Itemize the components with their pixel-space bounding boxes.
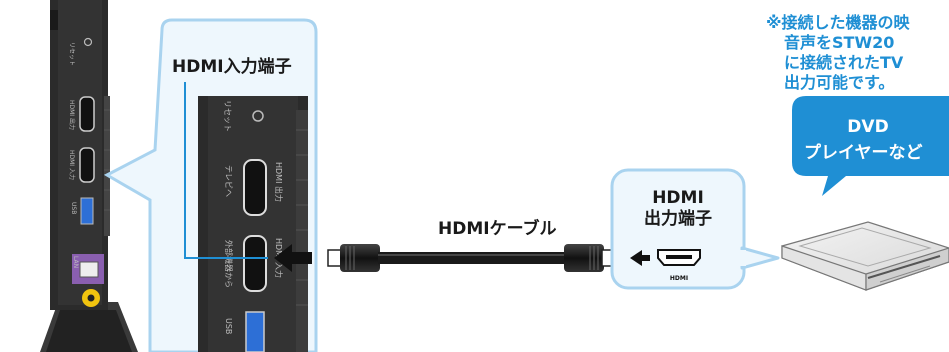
zoom-callout: リセット HDMI 出力 テレビへ HDMI 入力 外部機器から USB HDM… — [103, 18, 318, 352]
output-terminal-box: HDMI 出力端子 HDMI — [610, 168, 780, 290]
hdmi-out-port-small[interactable] — [79, 96, 95, 132]
from-external-label-zoom: 外部機器から — [224, 240, 234, 288]
note-line-2: 音声をSTW20 — [784, 33, 894, 52]
usb-port-small[interactable] — [80, 197, 94, 225]
leader-line — [184, 82, 268, 259]
bubble-line-1: DVD — [847, 117, 888, 137]
hdmi-out-label-zoom: HDMI 出力 — [274, 162, 284, 202]
note-text: ※接続した機器の映 音声をSTW20 に接続されたTV 出力可能です。 — [766, 13, 911, 92]
note-line-1: ※接続した機器の映 — [766, 13, 911, 32]
hdmi-out-label: HDMI 出力 — [68, 100, 76, 130]
bubble-line-2: プレイヤーなど — [804, 142, 923, 163]
dvd-player-icon — [781, 221, 949, 291]
hdmi-output-label-line1: HDMI — [652, 188, 704, 208]
hdmi-cable-label: HDMIケーブル — [438, 218, 557, 239]
hdmi-cable: HDMIケーブル — [327, 218, 617, 272]
device-type-bubble: DVD プレイヤーなど — [792, 96, 949, 196]
hdmi-in-label: HDMI 入力 — [68, 150, 76, 180]
reset-label-zoom: リセット — [223, 100, 232, 132]
to-tv-label-zoom: テレビへ — [224, 165, 233, 197]
hdmi-in-port-zoom[interactable] — [243, 235, 267, 292]
usb-label: USB — [70, 202, 77, 214]
hdmi-out-port-zoom[interactable] — [243, 159, 267, 216]
reset-button[interactable] — [83, 37, 93, 47]
arrow-right-icon — [630, 250, 650, 266]
hdmi-input-terminal-label: HDMI入力端子 — [172, 56, 292, 77]
reset-label: リセット — [68, 42, 75, 66]
stw-device: リセット HDMI 出力 HDMI 入力 USB LAN — [40, 0, 138, 352]
hdmi-in-port-small[interactable] — [79, 147, 95, 183]
note-line-3: に接続されたTV — [784, 53, 904, 72]
hdmi-logo-text: HDMI — [670, 275, 688, 282]
hdmi-output-label-line2: 出力端子 — [644, 208, 712, 229]
lan-port[interactable] — [79, 261, 99, 278]
hdmi-port-icon: HDMI — [657, 249, 701, 282]
reset-button-zoom[interactable] — [252, 110, 264, 122]
arrow-left-icon — [274, 244, 312, 272]
lan-label: LAN — [72, 256, 79, 268]
usb-label-zoom: USB — [224, 318, 233, 334]
usb-port-zoom[interactable] — [245, 311, 265, 352]
note-line-4: 出力可能です。 — [784, 73, 894, 92]
